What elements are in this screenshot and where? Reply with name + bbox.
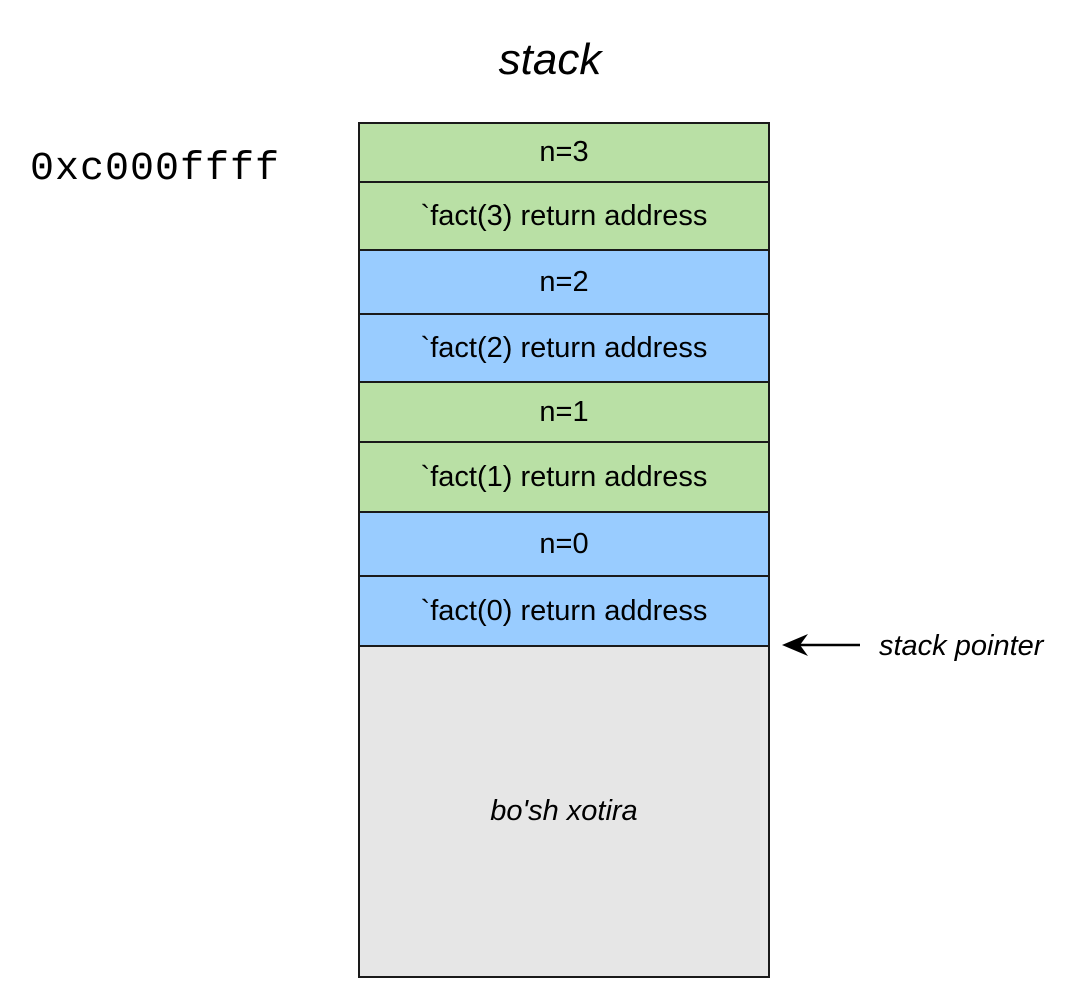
stack-cell-fact1-return: `fact(1) return address (358, 441, 770, 513)
stack-pointer-arrow-icon (782, 634, 860, 656)
stack-diagram: n=3 `fact(3) return address n=2 `fact(2)… (358, 122, 770, 978)
stack-cell-fact3-return: `fact(3) return address (358, 181, 770, 251)
stack-cell-fact2-return: `fact(2) return address (358, 313, 770, 383)
free-memory-region: bo'sh xotira (358, 645, 770, 978)
stack-cell-fact0-return: `fact(0) return address (358, 575, 770, 647)
stack-pointer-label: stack pointer (879, 630, 1044, 662)
stack-cell-n2: n=2 (358, 249, 770, 315)
stack-cell-n0: n=0 (358, 511, 770, 577)
stack-cell-n1: n=1 (358, 381, 770, 443)
memory-address-label: 0xc000ffff (30, 147, 281, 192)
stack-cell-n3: n=3 (358, 122, 770, 183)
diagram-title: stack (498, 35, 602, 84)
